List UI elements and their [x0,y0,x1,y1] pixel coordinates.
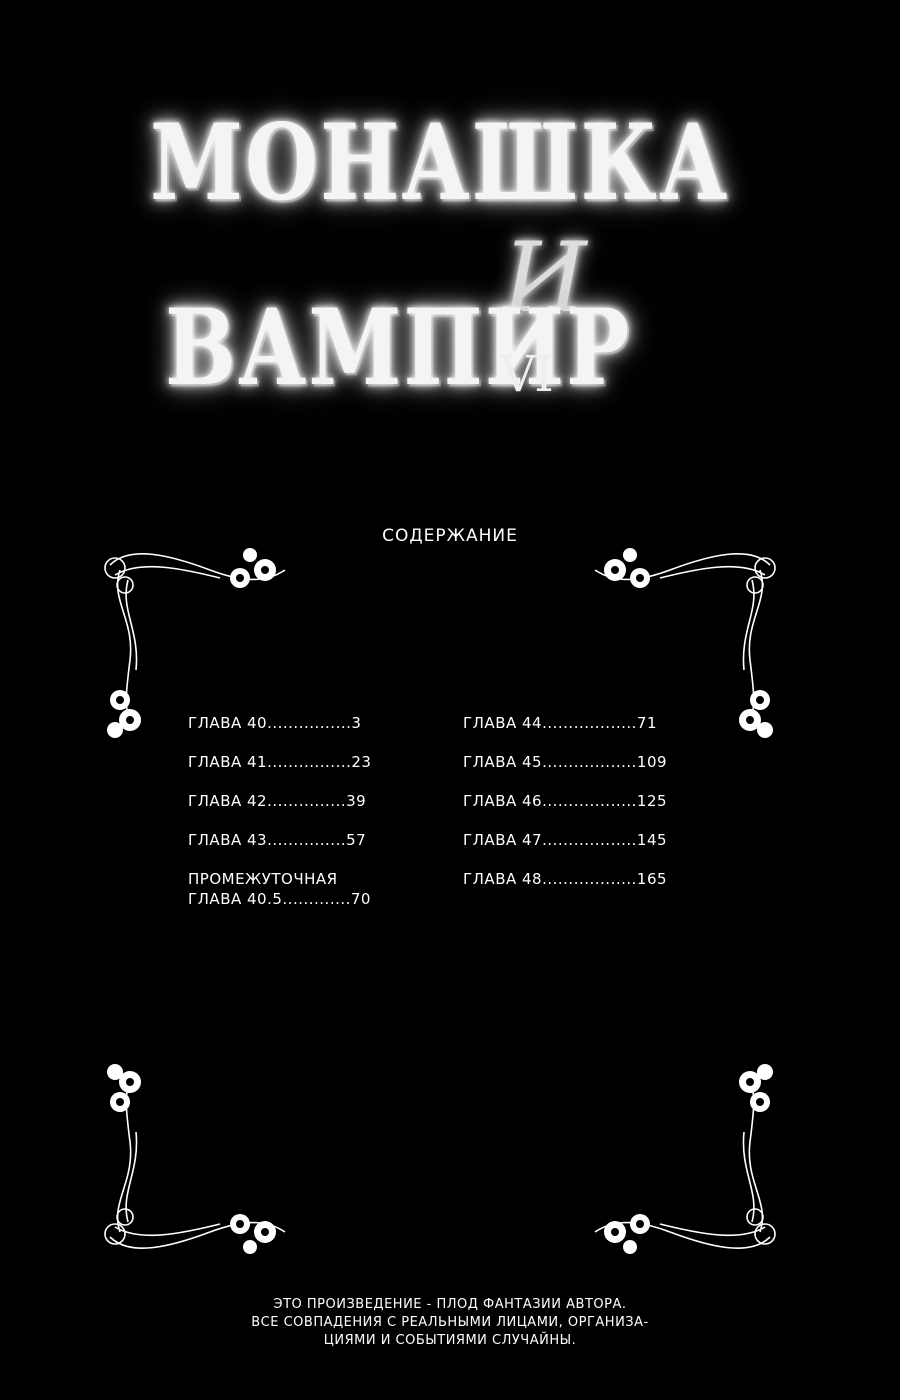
toc-entry[interactable]: ГЛАВА 48..................165 [463,869,685,908]
toc-column-right: ГЛАВА 44..................71 ГЛАВА 45...… [463,713,685,908]
toc-entry[interactable]: ГЛАВА 43...............57 [188,830,388,869]
rose-vine-ornament-bottom-left [104,1064,286,1254]
toc-entry-label: ГЛАВА 45..................109 [463,753,668,771]
toc-entry-label: ГЛАВА 48..................165 [463,870,668,888]
title-line-1: МОНАШКА [150,100,730,224]
toc-heading: СОДЕРЖАНИЕ [382,526,518,546]
toc-entry[interactable]: ГЛАВА 40................3 [188,713,388,752]
toc-column-left: ГЛАВА 40................3 ГЛАВА 41......… [188,713,388,919]
toc-entry[interactable]: ГЛАВА 47..................145 [463,830,685,869]
disclaimer-line: ЦИЯМИ И СОБЫТИЯМИ СЛУЧАЙНЫ. [323,1333,577,1348]
disclaimer-line: ЭТО ПРОИЗВЕДЕНИЕ - ПЛОД ФАНТАЗИИ АВТОРА. [273,1297,627,1312]
toc-entry-label: ГЛАВА 40................3 [188,714,362,732]
toc-entry-label: ГЛАВА 42...............39 [188,792,367,810]
disclaimer: ЭТО ПРОИЗВЕДЕНИЕ - ПЛОД ФАНТАЗИИ АВТОРА.… [230,1296,670,1350]
toc-entry-label: ГЛАВА 47..................145 [463,831,668,849]
toc-entry-label: ГЛАВА 43...............57 [188,831,367,849]
toc-entry[interactable]: ГЛАВА 46..................125 [463,791,685,830]
toc-entry[interactable]: ГЛАВА 41................23 [188,752,388,791]
toc-entry[interactable]: ГЛАВА 44..................71 [463,713,685,752]
rose-vine-ornament-top-right [594,548,776,738]
toc-entry-label: ГЛАВА 46..................125 [463,792,668,810]
toc-entry-label: ГЛАВА 41................23 [188,753,372,771]
toc-entry-label: ГЛАВА 44..................71 [463,714,658,732]
volume-number: VI [500,345,554,403]
toc-entry-label-line1: ПРОМЕЖУТОЧНАЯ [188,870,338,888]
disclaimer-line: ВСЕ СОВПАДЕНИЯ С РЕАЛЬНЫМИ ЛИЦАМИ, ОРГАН… [251,1315,649,1330]
title-line-2: ВАМПИР [165,285,632,409]
rose-vine-ornament-bottom-right [594,1064,776,1254]
toc-entry[interactable]: ПРОМЕЖУТОЧНАЯ ГЛАВА 40.5.............70 [188,869,388,919]
toc-entry-label-line2: ГЛАВА 40.5.............70 [188,890,371,908]
rose-vine-ornament-top-left [104,548,286,738]
toc-entry[interactable]: ГЛАВА 42...............39 [188,791,388,830]
title-conjunction: И [503,222,587,334]
toc-entry[interactable]: ГЛАВА 45..................109 [463,752,685,791]
